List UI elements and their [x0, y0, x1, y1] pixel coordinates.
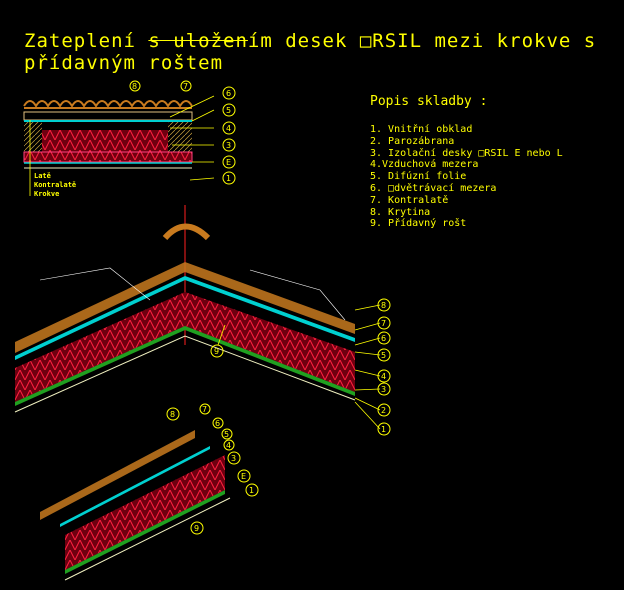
top-callouts: 8 7 6 5 4 3 E 1 [129, 80, 236, 185]
legend-item: 2. Parozábrana [370, 135, 455, 147]
drawing-title-line2: přídavným roštem [24, 52, 224, 74]
main-callouts: 8 7 6 5 4 3 2 1 9 [210, 298, 391, 436]
label-krokve: Krokve [34, 190, 60, 198]
label-kontralate: Kontralatě [34, 181, 77, 189]
svg-text:8: 8 [381, 301, 386, 310]
svg-text:7: 7 [202, 405, 207, 414]
legend-list: 1. Vnitřní obklad 2. Parozábrana 3. Izol… [370, 124, 563, 230]
svg-text:2: 2 [381, 406, 386, 415]
svg-text:7: 7 [183, 82, 188, 91]
svg-text:E: E [241, 472, 246, 481]
svg-text:E: E [226, 158, 231, 167]
legend-item: 1. Vnitřní obklad [370, 124, 473, 135]
legend-item: 7. Kontralatě [370, 194, 449, 206]
label-late: Latě [34, 172, 51, 180]
svg-text:3: 3 [231, 454, 236, 463]
legend-item: 8. Krytina [370, 206, 431, 218]
legend-item: 6. □dvětrávací mezera [370, 182, 497, 194]
svg-text:1: 1 [226, 174, 231, 183]
svg-text:1: 1 [381, 425, 386, 434]
legend-item: 4.Vzduchová mezera [370, 159, 479, 171]
top-layer-detail [23, 95, 215, 196]
svg-text:8: 8 [132, 82, 137, 91]
drawing-title-line1: Zateplení s uložením desek □RSIL mezi kr… [24, 30, 597, 52]
svg-text:4: 4 [381, 372, 386, 381]
bottom-slope-detail [40, 430, 231, 581]
svg-text:9: 9 [214, 347, 219, 356]
svg-text:5: 5 [381, 351, 386, 360]
svg-text:8: 8 [170, 410, 175, 419]
legend-item: 9. Přídavný rošt [370, 218, 467, 230]
svg-text:7: 7 [381, 319, 386, 328]
main-ridge-section [14, 205, 381, 430]
bottom-callouts: 8 7 6 5 4 3 E 1 9 [166, 403, 259, 535]
svg-text:5: 5 [226, 106, 231, 115]
svg-text:5: 5 [224, 430, 229, 439]
legend-heading: Popis skladby : [370, 94, 488, 109]
svg-text:4: 4 [226, 124, 231, 133]
svg-text:9: 9 [194, 524, 199, 533]
svg-text:6: 6 [215, 419, 220, 428]
svg-text:4: 4 [226, 441, 231, 450]
svg-text:6: 6 [226, 89, 231, 98]
svg-text:6: 6 [381, 334, 386, 343]
legend-item: 5. Difúzní folie [370, 171, 467, 183]
svg-text:3: 3 [381, 385, 386, 394]
svg-text:1: 1 [249, 486, 254, 495]
legend-item: 3. Izolační desky □RSIL E nebo L [370, 147, 563, 159]
svg-text:3: 3 [226, 141, 231, 150]
